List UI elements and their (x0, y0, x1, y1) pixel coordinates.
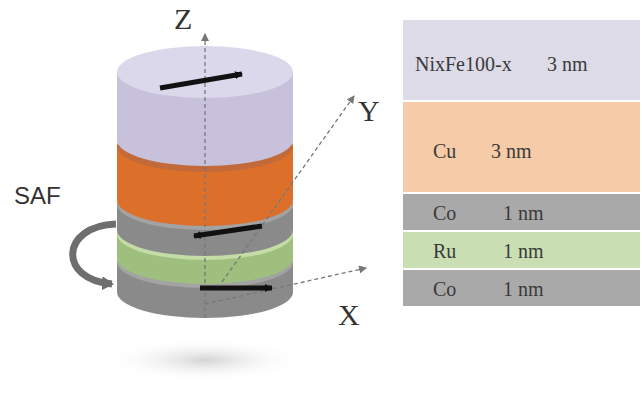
layer-thickness: 3 nm (547, 53, 588, 75)
ru-layer-row: Ru 1 nm (403, 232, 640, 268)
material-name: Co (433, 202, 456, 224)
magnetization-arrow (160, 74, 242, 88)
material-name: Ru (433, 240, 456, 262)
coupling-arrow (73, 224, 116, 284)
magnetization-arrow (194, 226, 262, 236)
magnetization-arrow (200, 286, 272, 291)
axis-label: Y (358, 96, 380, 126)
material-name: Cu (433, 140, 456, 162)
axis-label: X (338, 300, 360, 330)
layer-thickness: 1 nm (503, 240, 544, 262)
material-name: Co (433, 278, 456, 300)
layer-thickness: 1 nm (503, 278, 544, 300)
nife-layer-row: NixFe100-x 3 nm (403, 20, 640, 100)
cu-layer-row: Cu 3 nm (403, 102, 640, 192)
co-layer-row: Co 1 nm (403, 270, 640, 306)
saf-label: SAF (14, 184, 61, 208)
material-name: NixFe100-x (415, 53, 512, 75)
layer-thickness: 1 nm (503, 202, 544, 224)
axis-label: Z (174, 4, 192, 34)
y-axis (222, 96, 354, 282)
reflection (105, 338, 305, 382)
z-axis (204, 34, 205, 318)
co-layer-row: Co 1 nm (403, 194, 640, 230)
layer-thickness: 3 nm (491, 140, 532, 162)
